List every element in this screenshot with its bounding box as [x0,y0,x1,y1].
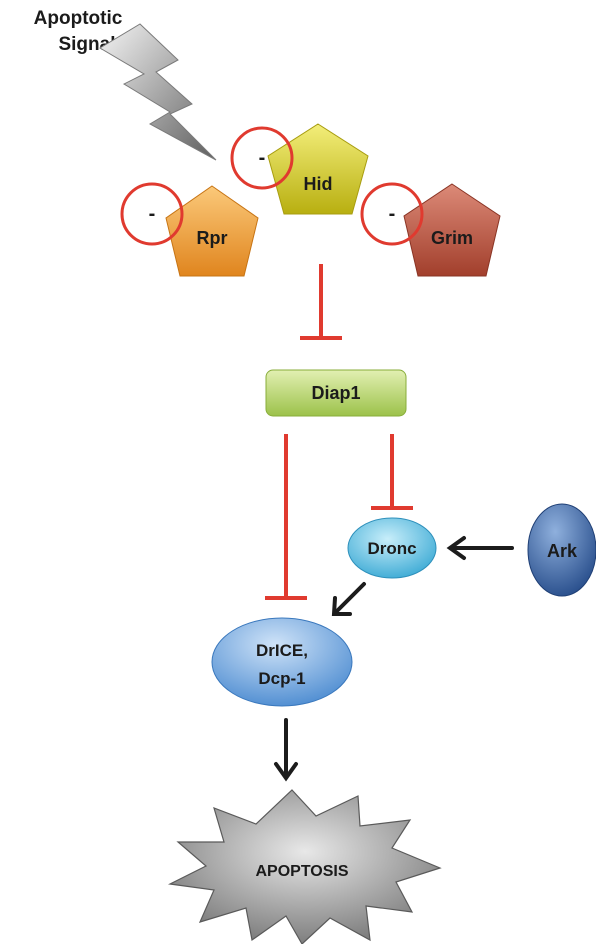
ark-label: Ark [547,541,578,561]
grim-minus-circle: - [360,182,424,246]
lightning-bolt-icon [99,23,217,161]
grim-pentagon [403,183,501,277]
dronc-node [347,517,437,579]
rpr-minus-circle: - [120,182,184,246]
grim-minus-sign: - [389,203,396,225]
rpr-minus-sign: - [149,203,156,225]
diap1-label: Diap1 [311,383,360,403]
diap1-box [265,369,407,417]
hid-minus-sign: - [259,147,266,169]
dronc-label: Dronc [367,539,416,558]
drice-label-line2: Dcp-1 [258,669,305,688]
signal-line-2: Signal [58,34,116,55]
hid-minus-circle: - [230,126,294,190]
rpr-label: Rpr [197,228,228,248]
inhibit-arrow-diap1-drice [265,434,307,600]
drice-dcp1-node [211,617,353,707]
apoptosis-starburst [167,789,442,944]
inhibit-arrow-diap1-dronc [371,434,413,510]
rpr-pentagon [165,185,259,277]
signal-line-1: Apoptotic [33,8,123,29]
drice-label-line1: DrICE, [256,641,308,660]
hid-label: Hid [304,174,333,194]
apoptotic-signal-label: Apoptotic Signal [8,6,148,58]
grim-label: Grim [431,228,473,248]
activate-arrow-ark-dronc [446,536,514,560]
hid-pentagon [267,123,369,215]
apoptosis-label: APOPTOSIS [255,863,348,880]
inhibit-arrow-rhg-diap1 [300,264,342,340]
activate-arrow-drice-apoptosis [274,718,298,782]
ark-node [527,503,596,597]
activate-arrow-dronc-drice [331,582,366,616]
